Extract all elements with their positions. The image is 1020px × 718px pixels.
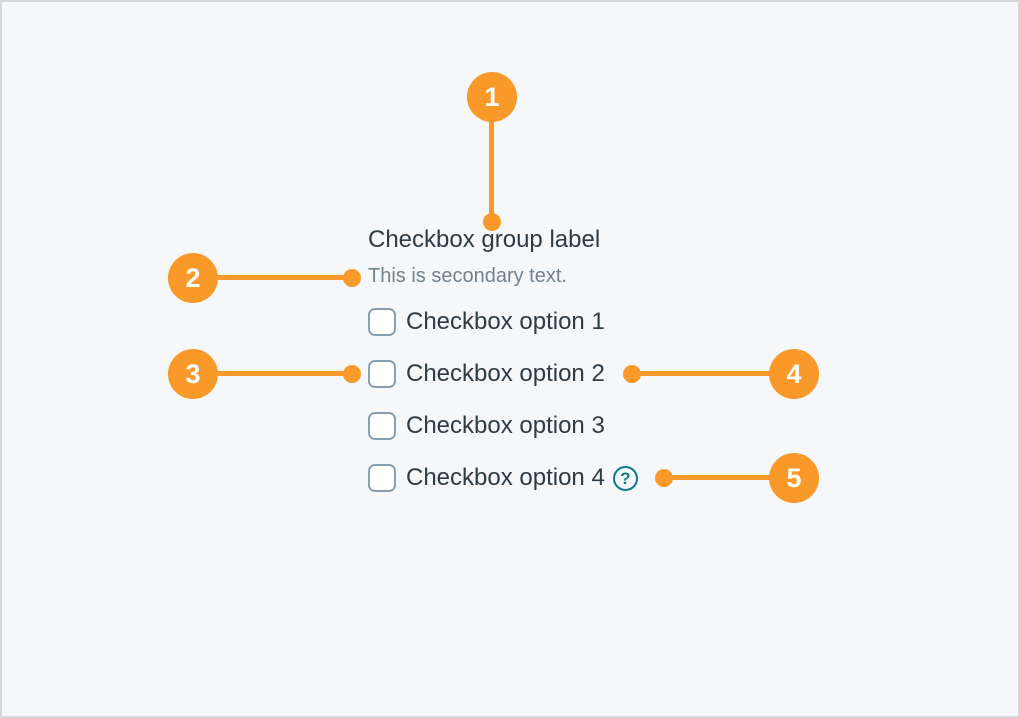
callout-badge-3: 3 (168, 349, 218, 399)
checkbox-option-1-label[interactable]: Checkbox option 1 (406, 308, 605, 335)
checkbox-option-4-label[interactable]: Checkbox option 4 (406, 464, 605, 491)
help-icon[interactable]: ? (612, 465, 638, 491)
checkbox-option-1-checkbox[interactable] (368, 308, 396, 336)
callout-4-line (632, 371, 794, 376)
checkbox-option-4-checkbox[interactable] (368, 464, 396, 492)
checkbox-option-3-checkbox[interactable] (368, 412, 396, 440)
checkbox-option-2-label[interactable]: Checkbox option 2 (406, 360, 605, 387)
checkbox-option-2-checkbox[interactable] (368, 360, 396, 388)
checkbox-group-secondary-text: This is secondary text. (368, 265, 567, 287)
callout-2-line (193, 275, 353, 280)
callout-2-dot (343, 269, 361, 287)
callout-4-dot (623, 365, 641, 383)
callout-1-line (489, 97, 494, 222)
checkbox-option-row: Checkbox option 3 (368, 412, 605, 440)
checkbox-option-row: Checkbox option 1 (368, 308, 605, 336)
callout-badge-5: 5 (769, 453, 819, 503)
callout-badge-4: 4 (769, 349, 819, 399)
checkbox-option-3-label[interactable]: Checkbox option 3 (406, 412, 605, 439)
callout-5-line (664, 475, 794, 480)
callout-badge-1: 1 (467, 72, 517, 122)
callout-3-line (193, 371, 353, 376)
callout-1-dot (483, 213, 501, 231)
callout-3-dot (343, 365, 361, 383)
checkbox-group-label: Checkbox group label (368, 226, 601, 253)
checkbox-option-row: Checkbox option 4 ? (368, 464, 638, 492)
callout-badge-2: 2 (168, 253, 218, 303)
checkbox-option-row: Checkbox option 2 (368, 360, 605, 388)
callout-5-dot (655, 469, 673, 487)
